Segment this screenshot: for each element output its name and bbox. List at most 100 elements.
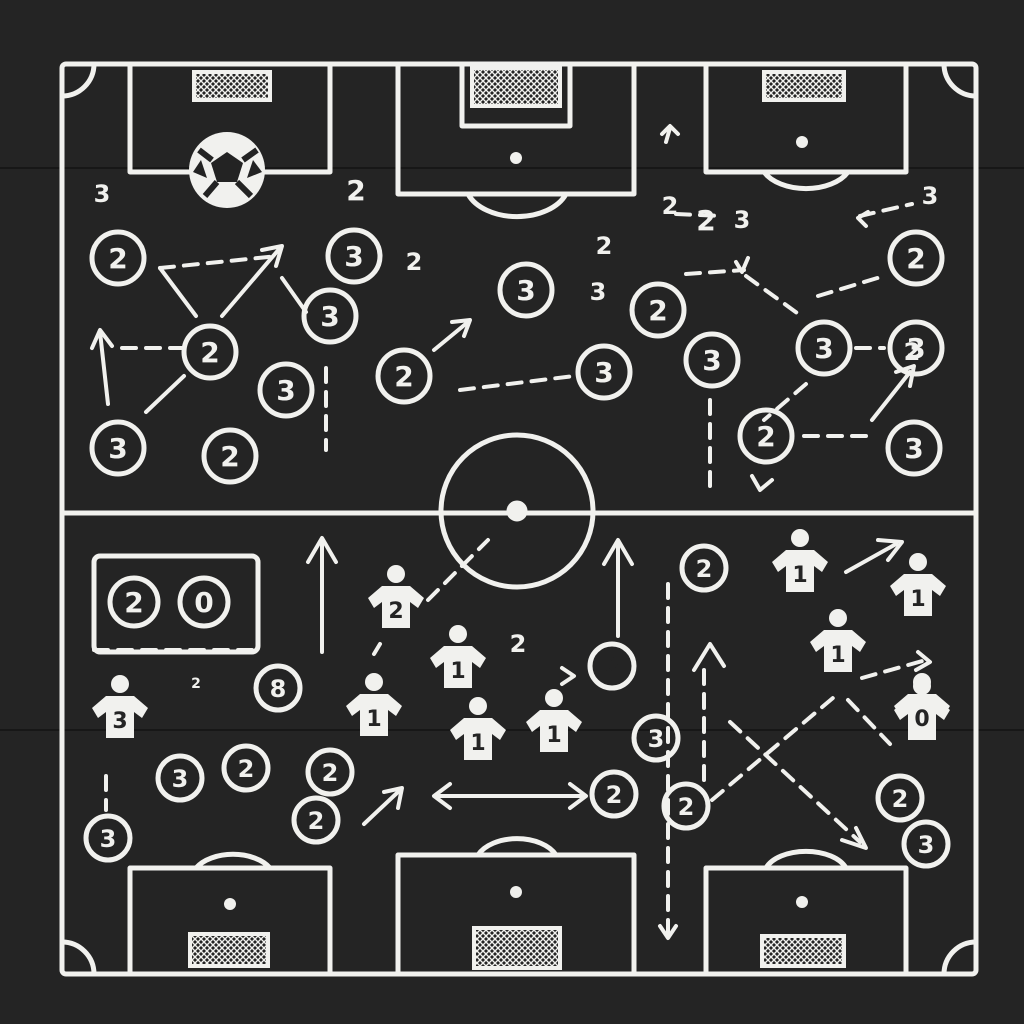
top-center-six-yard xyxy=(459,61,573,129)
player-marker: 3 xyxy=(901,819,951,869)
bottom-center-box xyxy=(395,852,637,977)
player-shirt-icon: 2 xyxy=(368,565,424,628)
player-marker: 8 xyxy=(253,663,303,713)
player-marker: 3 xyxy=(325,227,383,285)
shirt-number: 0 xyxy=(914,707,929,732)
player-marker-number: 2 xyxy=(648,294,667,327)
board-plank-lines xyxy=(0,167,1024,731)
player-marker-circle xyxy=(631,713,681,763)
player-marker-number: 3 xyxy=(100,825,117,853)
player-marker-number: 2 xyxy=(108,242,127,275)
player-marker-circle xyxy=(885,419,943,477)
player-marker-number: 2 xyxy=(220,440,239,473)
loose-label: 2 xyxy=(662,192,679,220)
shirt-number: 1 xyxy=(830,643,845,668)
shirt-number: 2 xyxy=(388,599,403,624)
player-marker-circle xyxy=(181,323,239,381)
player-marker: 3 xyxy=(631,713,681,763)
player-marker-number: 2 xyxy=(678,793,695,821)
player-marker-number: 2 xyxy=(308,807,325,835)
player-marker-circle xyxy=(257,361,315,419)
player-marker-circle xyxy=(901,819,951,869)
player-marker-circle xyxy=(575,343,633,401)
loose-label: 3 xyxy=(590,278,607,306)
player-marker-number: 3 xyxy=(172,765,189,793)
player-marker: 2 xyxy=(661,781,711,831)
loose-label: 3 xyxy=(94,180,111,208)
soccer-ball-icon xyxy=(189,132,265,208)
player-marker-number: 3 xyxy=(918,831,935,859)
top-right-arc xyxy=(761,169,851,192)
top-center-arc xyxy=(465,191,569,220)
player-marker-number: 3 xyxy=(108,432,127,465)
player-marker-number: 3 xyxy=(904,432,923,465)
top-right-box xyxy=(703,61,909,175)
player-marker: 2 xyxy=(887,229,945,287)
loose-label: 2 xyxy=(904,338,921,366)
player-marker-number: 2 xyxy=(200,336,219,369)
player-marker: 2 xyxy=(375,347,433,405)
bottom-right-box xyxy=(703,865,909,977)
player-marker-circle xyxy=(497,261,555,319)
player-shirt-icon: 1 xyxy=(890,553,946,616)
shirt-number: 3 xyxy=(112,709,127,734)
player-marker: 2 xyxy=(875,773,925,823)
player-marker: 2 xyxy=(679,543,729,593)
player-marker-number: 8 xyxy=(270,675,287,703)
player-marker-number: 2 xyxy=(394,360,413,393)
player-shirt-icon: 0 xyxy=(894,673,950,736)
player-marker: 2 xyxy=(305,747,355,797)
bottom-half-loose-labels: 22 xyxy=(191,630,526,692)
player-marker-circle xyxy=(301,287,359,345)
bottom-right-arc xyxy=(763,848,849,871)
player-marker-circle xyxy=(201,427,259,485)
player-marker-number: 2 xyxy=(238,755,255,783)
player-shirt-icon: 1 xyxy=(810,609,866,672)
shirt-number: 1 xyxy=(910,587,925,612)
scoreboard-home: 2 xyxy=(124,586,143,619)
player-marker-number: 2 xyxy=(696,204,715,237)
player-marker-circle xyxy=(661,781,711,831)
player-marker-number: 3 xyxy=(344,240,363,273)
player-marker-number: 3 xyxy=(516,274,535,307)
player-marker-circle xyxy=(887,229,945,287)
player-marker: 2 xyxy=(587,641,637,691)
player-marker-circle xyxy=(375,347,433,405)
player-marker-circle xyxy=(679,543,729,593)
player-shirt-icon: 1 xyxy=(772,529,828,592)
player-shirt-icon: 3 xyxy=(92,675,148,738)
loose-label: 3 xyxy=(734,206,751,234)
player-marker-circle xyxy=(587,641,637,691)
player-marker: 3 xyxy=(497,261,555,319)
shirt-number: 1 xyxy=(470,731,485,756)
player-marker-number: 3 xyxy=(906,332,925,365)
player-marker: 3 xyxy=(301,287,359,345)
player-marker: 3 xyxy=(257,361,315,419)
player-marker-circle xyxy=(89,419,147,477)
corner-arc-top-left xyxy=(59,61,97,99)
player-marker-number: 2 xyxy=(346,174,365,207)
player-marker-circle xyxy=(221,743,271,793)
player-marker: 2 xyxy=(346,174,365,207)
corner-arc-bottom-right xyxy=(941,939,979,977)
player-marker-number: 2 xyxy=(906,242,925,275)
bottom-left-box xyxy=(127,865,333,977)
corner-arc-bottom-left xyxy=(59,939,97,977)
player-marker-number: 2 xyxy=(756,420,775,453)
scoreboard: 2 0 xyxy=(91,553,261,655)
player-marker-number: 3 xyxy=(814,332,833,365)
player-marker-circle xyxy=(89,229,147,287)
player-shirt-icon: 1 xyxy=(346,673,402,736)
player-marker: 3 xyxy=(83,813,133,863)
player-shirt-icon: 1 xyxy=(430,625,486,688)
player-marker-number: 3 xyxy=(702,344,721,377)
shirt-number: 1 xyxy=(792,563,807,588)
player-marker-circle xyxy=(253,663,303,713)
player-marker-number: 2 xyxy=(604,653,621,681)
player-marker: 2 xyxy=(221,743,271,793)
shirt-number: 1 xyxy=(366,707,381,732)
